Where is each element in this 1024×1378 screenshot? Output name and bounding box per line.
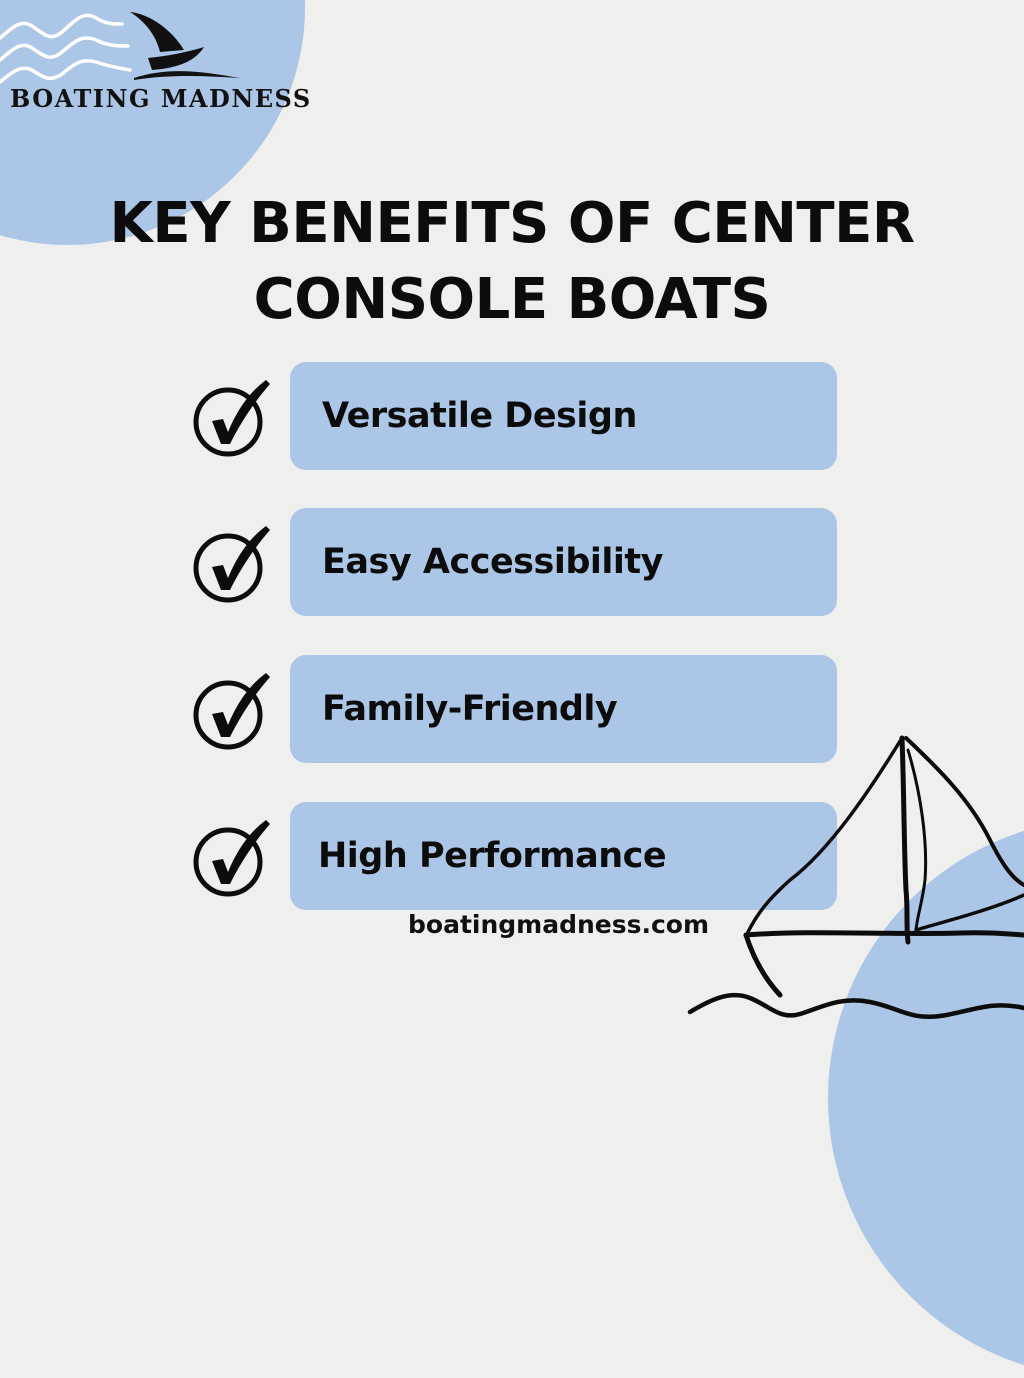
benefit-label: High Performance bbox=[318, 836, 667, 876]
benefit-item-easy-accessibility: Easy Accessibility bbox=[190, 508, 840, 618]
title-line-2: CONSOLE BOATS bbox=[253, 267, 771, 332]
benefit-pill: Family-Friendly bbox=[290, 655, 837, 763]
benefit-pill: Versatile Design bbox=[290, 362, 837, 470]
benefit-pill: Easy Accessibility bbox=[290, 508, 837, 616]
benefit-label: Versatile Design bbox=[322, 396, 637, 436]
checkmark-circle-icon bbox=[193, 673, 270, 750]
benefit-label: Easy Accessibility bbox=[322, 542, 663, 582]
sailboat-waves-icon bbox=[0, 12, 240, 84]
website-link[interactable]: boatingmadness.com bbox=[408, 910, 710, 939]
benefit-item-high-performance: High Performance bbox=[190, 802, 840, 912]
benefit-pill: High Performance bbox=[290, 802, 837, 910]
brand-name: BOATING MADNESS bbox=[10, 84, 312, 113]
checkmark-circle-icon bbox=[193, 380, 270, 457]
benefit-item-versatile-design: Versatile Design bbox=[190, 362, 840, 472]
checkmark-circle-icon bbox=[193, 526, 270, 603]
page-title: KEY BENEFITS OF CENTER CONSOLE BOATS bbox=[0, 186, 1024, 338]
benefit-label: Family-Friendly bbox=[322, 689, 618, 729]
title-line-1: KEY BENEFITS OF CENTER bbox=[109, 191, 915, 256]
brand-logo: BOATING MADNESS bbox=[0, 0, 360, 115]
sailboat-sketch-icon bbox=[687, 735, 1024, 1020]
checkmark-circle-icon bbox=[193, 820, 270, 897]
benefit-item-family-friendly: Family-Friendly bbox=[190, 655, 840, 765]
